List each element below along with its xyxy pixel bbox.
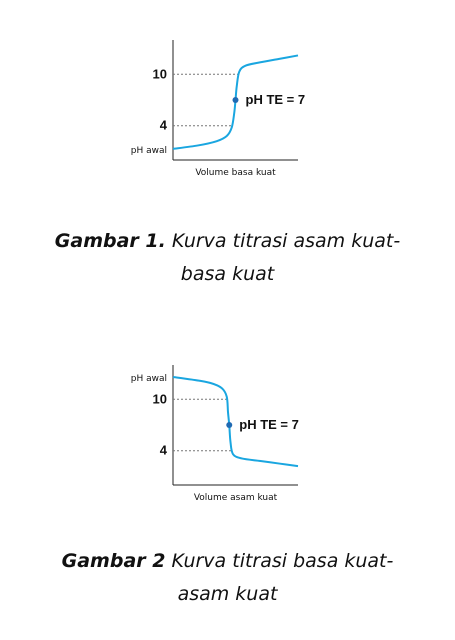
chart1-x-axis-label: Volume basa kuat: [195, 168, 276, 178]
chart2-equivalence-point-marker: [226, 422, 233, 428]
caption-2-text: Kurva titrasi basa kuat-: [165, 550, 394, 572]
caption-1: Gambar 1. Kurva titrasi asam kuat- basa …: [0, 225, 455, 291]
caption-1-line2: basa kuat: [180, 263, 275, 285]
caption-2: Gambar 2 Kurva titrasi basa kuat- asam k…: [0, 545, 455, 611]
caption-1-text: Kurva titrasi asam kuat-: [165, 230, 401, 252]
caption-2-line2: asam kuat: [177, 583, 278, 605]
caption-1-lead: Gambar 1.: [54, 230, 166, 252]
chart2-y-tick-label-10: 10: [153, 391, 167, 406]
chart2-ph-awal-label: pH awal: [131, 374, 167, 384]
chart2-x-axis-label: Volume asam kuat: [194, 493, 278, 503]
chart2-equivalence-annotation: pH TE = 7: [239, 417, 299, 432]
chart1-equivalence-annotation: pH TE = 7: [246, 92, 306, 107]
titration-chart-1: 4 10 pH awal pH TE = 7 Volume basa kuat: [131, 40, 306, 178]
chart2-y-tick-label-4: 4: [160, 443, 168, 458]
titration-chart-2: 4 10 pH awal pH TE = 7 Volume asam kuat: [131, 365, 299, 503]
chart1-equivalence-point-marker: [232, 97, 239, 103]
caption-2-lead: Gambar 2: [61, 550, 166, 572]
chart1-ph-awal-label: pH awal: [131, 146, 167, 156]
chart1-y-tick-label-4: 4: [160, 118, 168, 133]
chart1-y-tick-label-10: 10: [153, 66, 167, 81]
